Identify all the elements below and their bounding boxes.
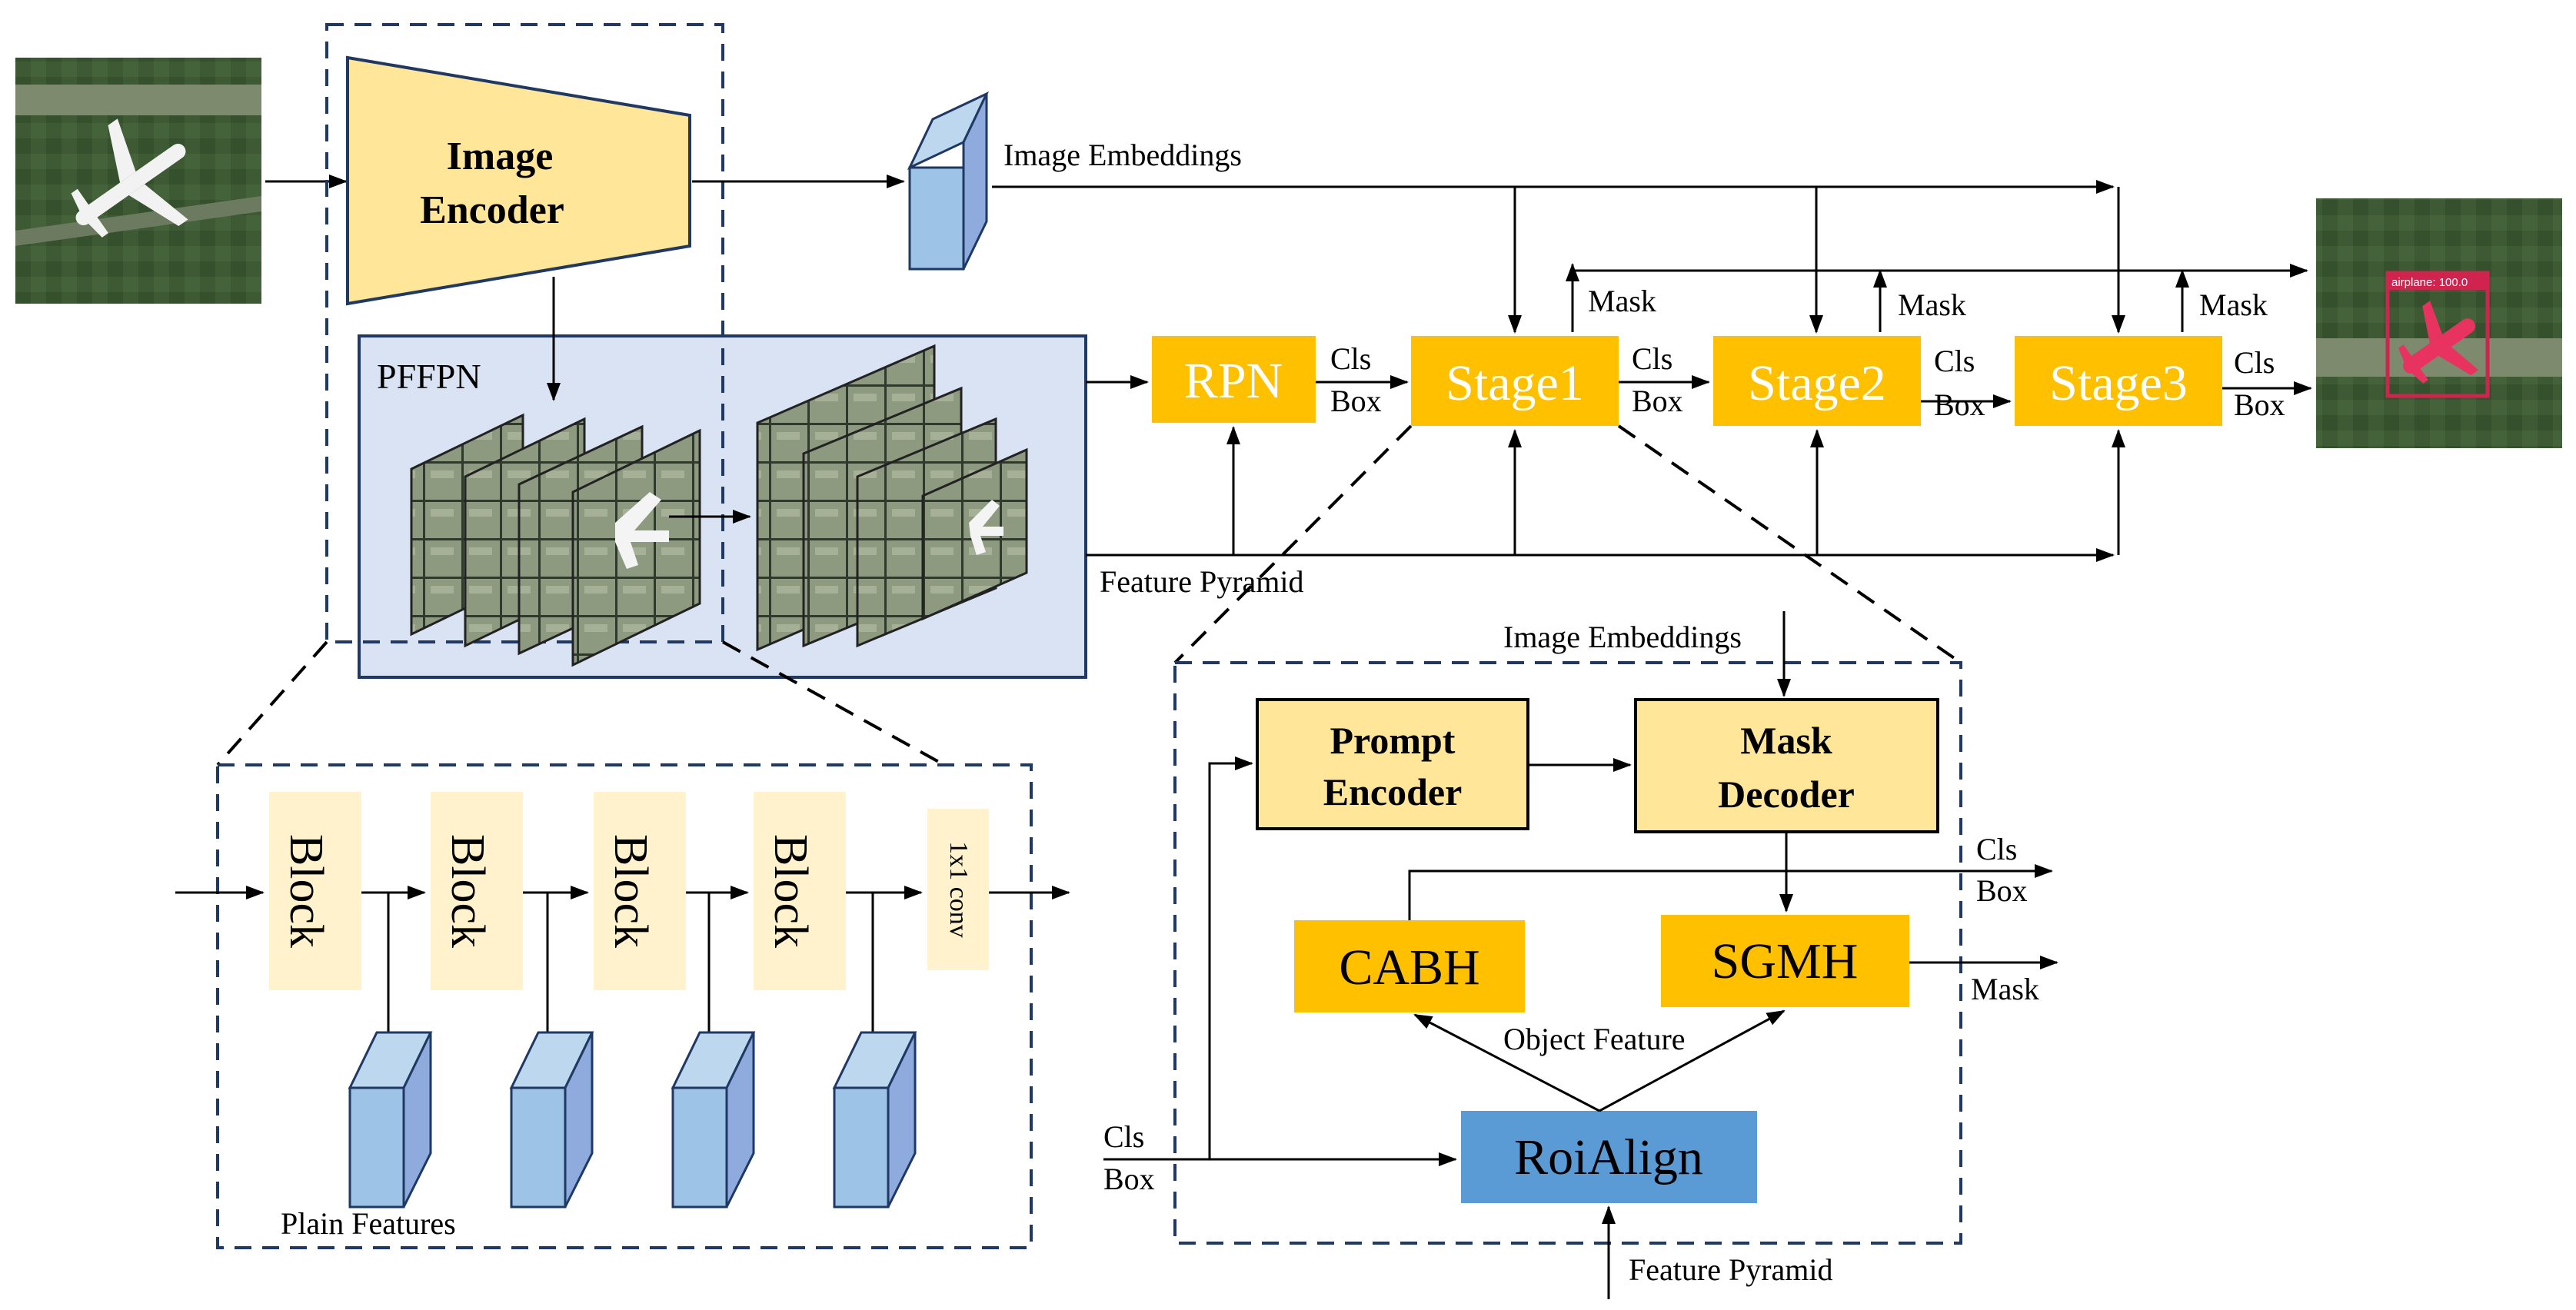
pyramid-stack-left <box>410 413 701 667</box>
plain-feature-taps <box>381 893 880 1051</box>
plain-feature-map-2 <box>509 1031 594 1209</box>
conv-1x1-block: 1x1 conv <box>927 809 989 970</box>
detail-mask-out-label: Mask <box>1971 972 2039 1006</box>
object-feature-label: Object Feature <box>1503 1022 1686 1056</box>
plain-features-label: Plain Features <box>281 1206 456 1241</box>
stage3-box-label: Box <box>2234 387 2285 422</box>
input-aerial-image <box>15 58 261 304</box>
pffpn-label: PFFPN <box>377 357 481 396</box>
block-2: Block <box>431 792 523 990</box>
mask-decoder-label-2: Decoder <box>1718 773 1855 816</box>
roialign-box <box>1461 1111 1757 1203</box>
stage-detail-frame <box>1173 661 1962 1245</box>
stage1-box-label: Box <box>1632 384 1683 418</box>
stage3-cls-label: Cls <box>2234 345 2275 380</box>
encoder-dashed-frame <box>325 23 724 643</box>
zoom-line-left-a <box>216 640 328 766</box>
stage2-box-label: Box <box>1934 387 1985 422</box>
block-detail-frame <box>216 763 1033 1249</box>
image-encoder-block <box>346 55 691 306</box>
block-4: Block <box>754 792 846 990</box>
cabh-label: CABH <box>1339 939 1479 996</box>
stage1-box <box>1411 336 1619 426</box>
stage3-mask-label: Mask <box>2199 288 2268 322</box>
rpn-label: RPN <box>1184 353 1283 409</box>
roialign-to-sgmh-arrow <box>1599 1009 1786 1112</box>
image-encoder-label-1: Image <box>447 135 554 178</box>
rpn-box-label: Box <box>1330 384 1382 418</box>
detail-cls-in-label: Cls <box>1103 1119 1144 1154</box>
block-4-label: Block <box>764 834 817 948</box>
sgmh-label: SGMH <box>1712 933 1859 989</box>
roialign-to-cabh-arrow <box>1413 1013 1600 1112</box>
image-encoder-label-2: Encoder <box>420 188 564 232</box>
stage1-label: Stage1 <box>1446 355 1584 411</box>
stage2-cls-label: Cls <box>1934 344 1975 378</box>
output-detection-tag: airplane: 100.0 <box>2391 276 2468 289</box>
zoom-line-right-b <box>1617 424 1962 664</box>
airplane-icon <box>71 118 188 238</box>
prompt-encoder-label-1: Prompt <box>1330 719 1456 762</box>
output-aerial-image: airplane: 100.0 <box>2316 198 2562 448</box>
sgmh-box <box>1661 915 1909 1007</box>
roialign-label: RoiAlign <box>1514 1129 1703 1185</box>
detail-box-out-label: Box <box>1976 873 2028 908</box>
stage1-cls-label: Cls <box>1632 341 1672 376</box>
prompt-encoder-label-2: Encoder <box>1323 770 1463 813</box>
block-2-label: Block <box>441 834 494 948</box>
detail-image-embeddings-label: Image Embeddings <box>1503 620 1742 654</box>
stage3-box <box>2015 336 2222 426</box>
mask-decoder-box <box>1634 698 1939 833</box>
cabh-box <box>1294 920 1525 1012</box>
rpn-cls-label: Cls <box>1330 341 1371 376</box>
detail-box-in-label: Box <box>1103 1162 1155 1196</box>
zoom-line-left-b <box>722 640 945 766</box>
stage2-mask-label: Mask <box>1898 288 1966 322</box>
prompt-encoder-box <box>1256 698 1529 830</box>
rpn-box <box>1152 336 1316 423</box>
plain-feature-map-4 <box>832 1031 917 1209</box>
stage2-box <box>1713 336 1921 426</box>
pyramid-stack-right <box>756 344 1028 652</box>
detail-cls-out-label: Cls <box>1976 832 2017 866</box>
detected-airplane-icon <box>2398 301 2479 384</box>
stage1-mask-label: Mask <box>1588 284 1656 318</box>
block-1-label: Block <box>280 834 332 948</box>
image-embeddings-feature-map <box>907 91 990 271</box>
cabh-cls-box-output-arrow <box>1408 864 2053 920</box>
plain-feature-map-3 <box>671 1031 756 1209</box>
block-3: Block <box>594 792 686 990</box>
block-3-label: Block <box>604 834 657 948</box>
conv-label: 1x1 conv <box>944 841 973 938</box>
zoom-line-right-a <box>1173 424 1413 664</box>
image-embeddings-top-label: Image Embeddings <box>1003 138 1242 172</box>
stage3-label: Stage3 <box>2049 355 2188 411</box>
stage2-label: Stage2 <box>1748 355 1886 411</box>
detail-feature-pyramid-label: Feature Pyramid <box>1629 1252 1833 1287</box>
mask-decoder-label-1: Mask <box>1740 719 1832 762</box>
plain-feature-map-1 <box>348 1031 433 1209</box>
feature-pyramid-top-label: Feature Pyramid <box>1100 564 1304 599</box>
block-1: Block <box>269 792 361 990</box>
detail-input-to-prompt-arrow <box>1208 756 1253 1159</box>
